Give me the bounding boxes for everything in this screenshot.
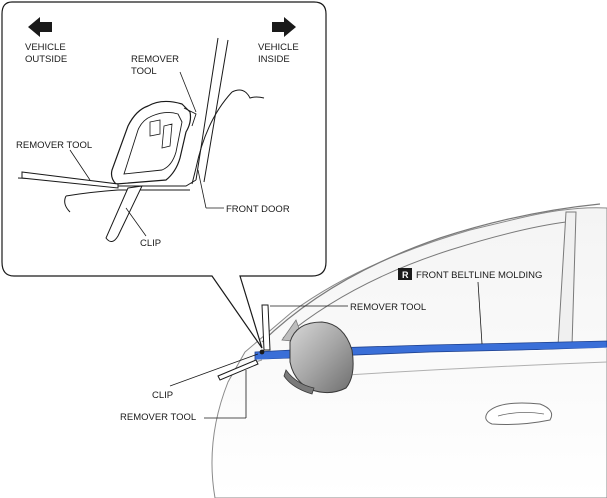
window-frame-inner: [282, 221, 567, 341]
label-front-beltline-molding: FRONT BELTLINE MOLDING: [416, 270, 542, 281]
part-badge-r: R: [402, 270, 409, 280]
main-labels: R FRONT BELTLINE MOLDING REMOVER TOOL CL…: [120, 268, 542, 423]
label-remover-tool-upper: REMOVER TOOL: [350, 302, 426, 313]
label-remover-tool-lower: REMOVER TOOL: [120, 412, 196, 423]
inner-trim-line: [191, 91, 233, 185]
door-handle-recess: [497, 412, 545, 417]
leader-remover-tool-left: [69, 149, 91, 181]
remover-tool-lower-part: [217, 359, 259, 381]
leader-remover-tool-top: [179, 71, 197, 113]
outer-panel-break: [64, 195, 71, 213]
side-mirror-base: [283, 369, 315, 395]
label-vehicle-outside-1: VEHICLE: [25, 42, 66, 53]
label-remover-tool-top-1: REMOVER: [131, 54, 179, 65]
label-clip-callout: CLIP: [140, 238, 161, 249]
label-remover-tool-top-2: TOOL: [131, 66, 157, 77]
molding-inner-profile: [123, 111, 183, 175]
arrow-left-icon: [28, 17, 52, 37]
label-vehicle-inside-1: VEHICLE: [258, 42, 299, 53]
leader-clip: [125, 207, 147, 237]
door-glass-line-1: [195, 37, 219, 181]
remover-tool-upper-part: [261, 304, 271, 351]
clip-part: [259, 349, 265, 355]
inner-trim-end: [231, 89, 265, 99]
detail-callout: VEHICLE OUTSIDE VEHICLE INSIDE REMOVER T…: [1, 1, 327, 349]
arrow-right-icon: [272, 17, 296, 37]
label-clip-main: CLIP: [152, 390, 173, 401]
remover-tool-left-part: [21, 171, 119, 189]
molding-lip: [183, 107, 197, 127]
label-remover-tool-left: REMOVER TOOL: [16, 140, 92, 151]
door-handle: [485, 402, 553, 425]
leader-clip-main: [169, 353, 259, 387]
front-door-illustration: [211, 203, 607, 498]
remover-tool-blade-part: [105, 185, 143, 242]
label-vehicle-inside-2: INSIDE: [258, 54, 290, 65]
outer-panel-bottom: [65, 189, 190, 197]
label-vehicle-outside-2: OUTSIDE: [25, 54, 67, 65]
label-front-door: FRONT DOOR: [226, 204, 290, 215]
leader-front-beltline-molding: [477, 281, 483, 345]
door-glass-line-2: [203, 39, 229, 183]
part-badge-box: [398, 268, 412, 280]
leader-front-door-1: [197, 169, 207, 209]
clip-section: [149, 119, 173, 149]
